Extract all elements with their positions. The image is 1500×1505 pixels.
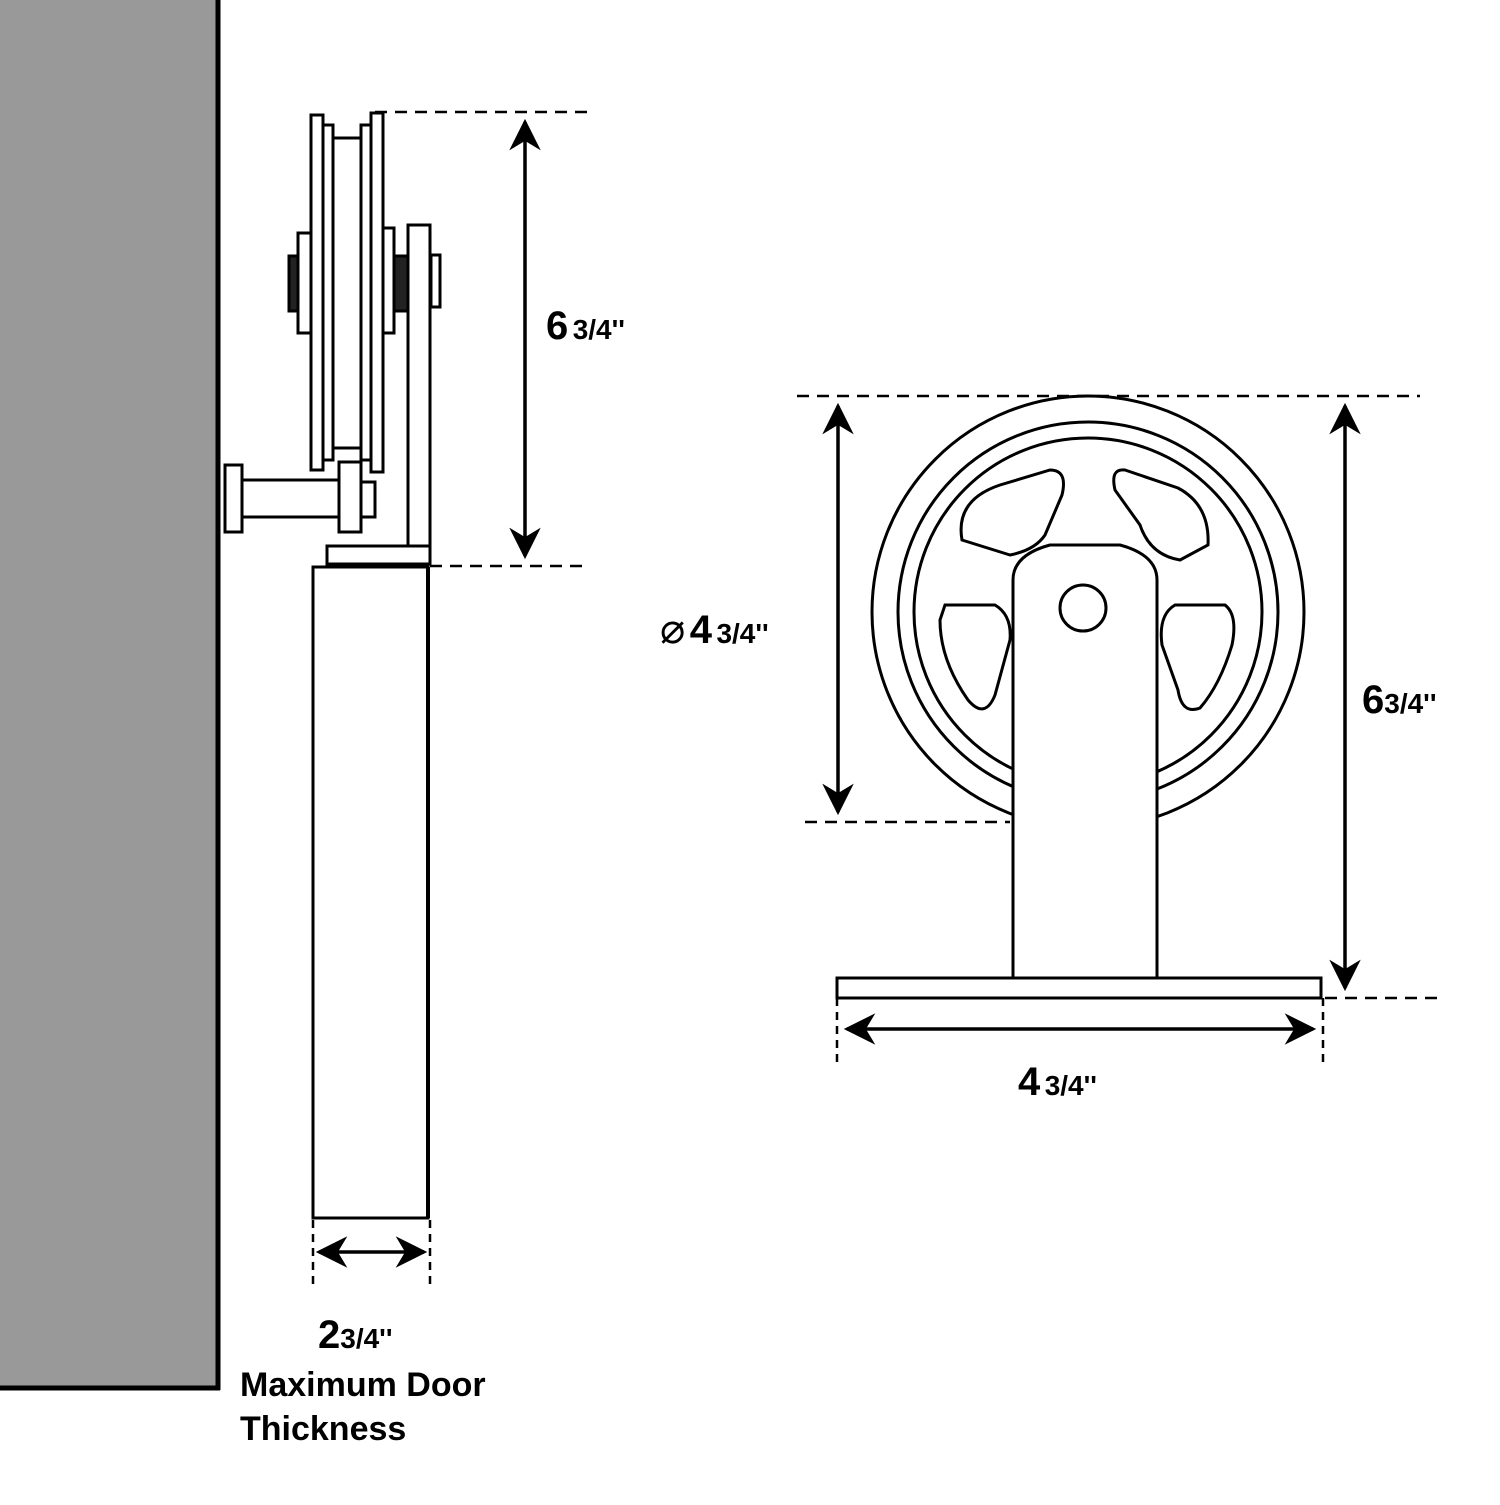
front-height-fraction: 3/4''	[1384, 688, 1437, 719]
front-view	[835, 394, 1323, 1000]
wheel-diameter-label: ⌀ 4 3/4''	[660, 605, 769, 652]
caption-line-2: Thickness	[240, 1410, 407, 1448]
spoke-window	[1112, 468, 1210, 562]
door-thickness-fraction: 3/4''	[340, 1323, 393, 1354]
base-width-label: 4 3/4''	[1018, 1062, 1097, 1102]
front-dimensions	[797, 394, 1442, 1068]
front-height-whole: 6	[1362, 678, 1385, 722]
door-thickness-dimension	[311, 1220, 432, 1285]
door-panel	[311, 565, 430, 1220]
base-width-whole: 4	[1018, 1060, 1041, 1104]
base-plate	[835, 976, 1323, 1000]
side-height-label: 6 3/4''	[546, 306, 625, 346]
side-height-whole: 6	[546, 304, 569, 348]
caption-line-1: Maximum Door	[240, 1366, 486, 1404]
spoke-window	[938, 603, 1012, 711]
base-width-fraction: 3/4''	[1044, 1070, 1097, 1101]
diameter-symbol-icon: ⌀	[660, 605, 686, 652]
front-height-label: 63/4''	[1362, 680, 1437, 720]
axle-bolt	[1058, 583, 1108, 633]
door-thickness-whole: 2	[318, 1313, 341, 1357]
spacer-bolt	[223, 460, 377, 534]
wall	[0, 0, 221, 1391]
wheel-diameter-whole: 4	[689, 608, 712, 652]
door-thickness-label: 23/4''	[318, 1315, 393, 1355]
side-height-dimension	[375, 110, 590, 568]
wheel-diameter-fraction: 3/4''	[716, 618, 769, 649]
side-height-fraction: 3/4''	[572, 314, 625, 345]
spoke-window	[959, 468, 1065, 557]
front-strap	[1011, 543, 1159, 980]
spoke-window	[1159, 603, 1236, 711]
side-view	[223, 111, 442, 1220]
wheel-side-profile	[287, 111, 442, 474]
hanger-strap	[325, 223, 432, 566]
